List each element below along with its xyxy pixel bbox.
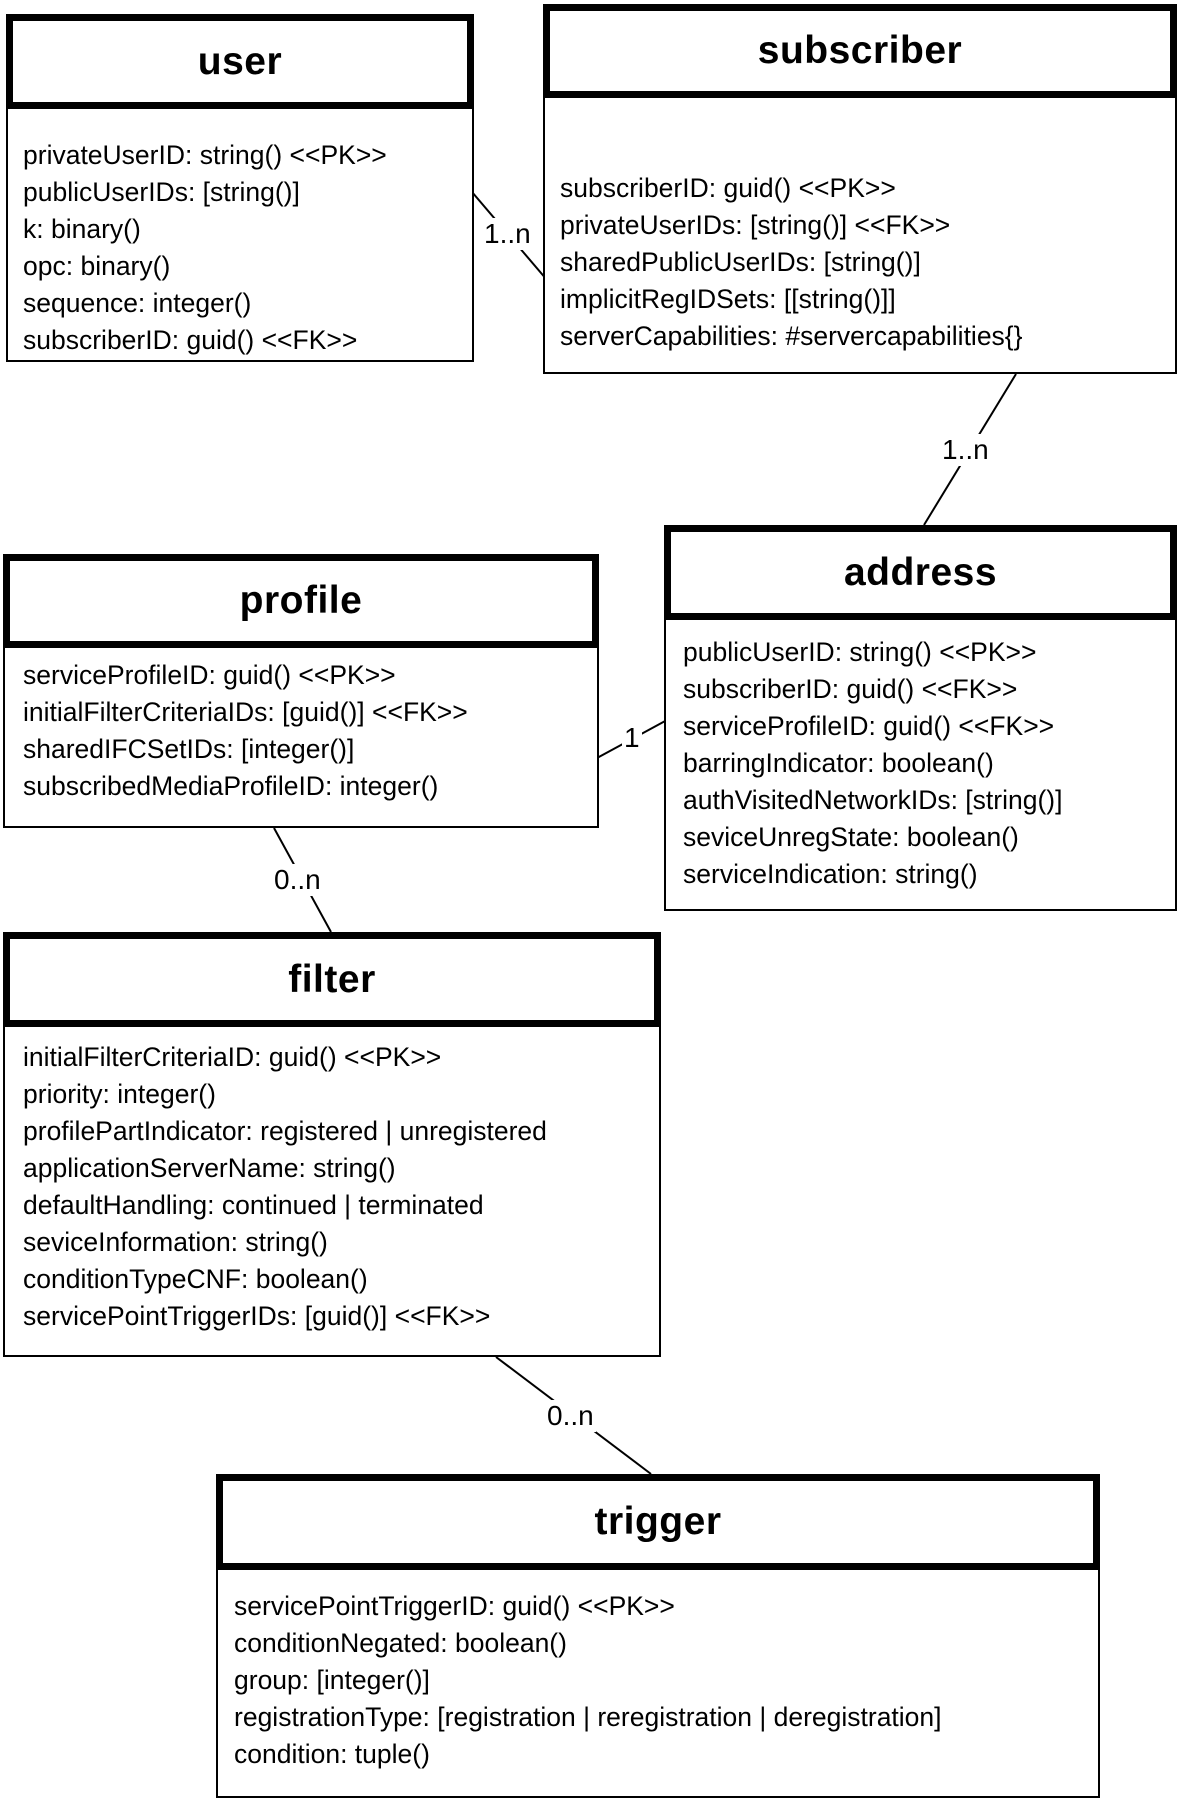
attribute-row: privateUserID: string() <<PK>> — [23, 140, 387, 170]
attribute-list: serviceProfileID: guid() <<PK>> initialFi… — [23, 657, 597, 805]
multiplicity-filter-trigger: 0..n — [545, 1400, 596, 1432]
attribute-row: sharedIFCSetIDs: [integer()] — [23, 734, 355, 764]
entity-user-name: user — [197, 39, 283, 83]
entity-subscriber: subscriber subscriberID: guid() <<PK>> pr… — [543, 4, 1177, 374]
entity-address-title: address — [664, 525, 1177, 620]
entity-user-attributes: privateUserID: string() <<PK>> publicUser… — [6, 109, 474, 362]
entity-subscriber-title: subscriber — [543, 4, 1177, 98]
attribute-row: initialFilterCriteriaID: guid() <<PK>> — [23, 1042, 442, 1072]
attribute-row: k: binary() — [23, 214, 141, 244]
attribute-row: serviceProfileID: guid() <<FK>> — [683, 711, 1055, 741]
multiplicity-profile-address: 1 — [622, 722, 642, 754]
multiplicity-subscriber-address: 1..n — [940, 434, 991, 466]
attribute-row: serverCapabilities: #servercapabilities{… — [560, 321, 1023, 351]
attribute-row: group: [integer()] — [234, 1665, 430, 1695]
attribute-row: sharedPublicUserIDs: [string()] — [560, 247, 921, 277]
attribute-row: privateUserIDs: [string()] <<FK>> — [560, 210, 951, 240]
attribute-row: authVisitedNetworkIDs: [string()] — [683, 785, 1063, 815]
attribute-list: servicePointTriggerID: guid() <<PK>> cond… — [234, 1588, 1098, 1773]
entity-address: address publicUserID: string() <<PK>> sub… — [664, 525, 1177, 911]
multiplicity-profile-filter: 0..n — [272, 864, 323, 896]
attribute-row: conditionTypeCNF: boolean() — [23, 1264, 368, 1294]
attribute-row: applicationServerName: string() — [23, 1153, 396, 1183]
attribute-row: seviceInformation: string() — [23, 1227, 328, 1257]
entity-trigger-title: trigger — [216, 1474, 1100, 1570]
entity-profile-title: profile — [3, 554, 599, 648]
attribute-list: privateUserID: string() <<PK>> publicUser… — [23, 137, 472, 359]
entity-filter-title: filter — [3, 932, 661, 1027]
attribute-row: defaultHandling: continued | terminated — [23, 1190, 484, 1220]
attribute-row: servicePointTriggerIDs: [guid()] <<FK>> — [23, 1301, 491, 1331]
entity-filter: filter initialFilterCriteriaID: guid() <… — [3, 932, 661, 1357]
attribute-row: priority: integer() — [23, 1079, 216, 1109]
attribute-row: publicUserID: string() <<PK>> — [683, 637, 1037, 667]
attribute-row: registrationType: [registration | reregi… — [234, 1702, 942, 1732]
entity-address-attributes: publicUserID: string() <<PK>> subscriberI… — [664, 620, 1177, 911]
attribute-row: serviceIndication: string() — [683, 859, 978, 889]
attribute-list: subscriberID: guid() <<PK>> privateUserID… — [560, 170, 1175, 355]
attribute-row: seviceUnregState: boolean() — [683, 822, 1019, 852]
attribute-row: initialFilterCriteriaIDs: [guid()] <<FK>… — [23, 697, 468, 727]
entity-user-title: user — [6, 14, 474, 109]
attribute-row: publicUserIDs: [string()] — [23, 177, 300, 207]
attribute-row: subscriberID: guid() <<PK>> — [560, 173, 896, 203]
entity-user: user privateUserID: string() <<PK>> publi… — [6, 14, 474, 362]
attribute-row: conditionNegated: boolean() — [234, 1628, 567, 1658]
attribute-list: initialFilterCriteriaID: guid() <<PK>> pr… — [23, 1039, 659, 1335]
multiplicity-user-subscriber: 1..n — [482, 218, 533, 250]
attribute-row: opc: binary() — [23, 251, 171, 281]
attribute-row: servicePointTriggerID: guid() <<PK>> — [234, 1591, 675, 1621]
attribute-row: subscriberID: guid() <<FK>> — [23, 325, 358, 355]
entity-trigger: trigger servicePointTriggerID: guid() <<… — [216, 1474, 1100, 1798]
entity-subscriber-name: subscriber — [757, 29, 963, 72]
entity-subscriber-attributes: subscriberID: guid() <<PK>> privateUserID… — [543, 98, 1177, 374]
attribute-row: serviceProfileID: guid() <<PK>> — [23, 660, 396, 690]
attribute-row: barringIndicator: boolean() — [683, 748, 994, 778]
entity-filter-name: filter — [288, 957, 376, 1001]
attribute-row: condition: tuple() — [234, 1739, 430, 1769]
attribute-row: subscriberID: guid() <<FK>> — [683, 674, 1018, 704]
attribute-list: publicUserID: string() <<PK>> subscriberI… — [683, 634, 1175, 893]
entity-trigger-attributes: servicePointTriggerID: guid() <<PK>> cond… — [216, 1570, 1100, 1798]
entity-profile-attributes: serviceProfileID: guid() <<PK>> initialFi… — [3, 648, 599, 828]
attribute-row: implicitRegIDSets: [[string()]] — [560, 284, 896, 314]
attribute-row: sequence: integer() — [23, 288, 252, 318]
entity-address-name: address — [843, 550, 998, 594]
attribute-row: subscribedMediaProfileID: integer() — [23, 771, 439, 801]
attribute-row: profilePartIndicator: registered | unreg… — [23, 1116, 547, 1146]
entity-profile-name: profile — [239, 579, 363, 622]
entity-filter-attributes: initialFilterCriteriaID: guid() <<PK>> pr… — [3, 1027, 661, 1357]
entity-trigger-name: trigger — [594, 1500, 722, 1543]
entity-profile: profile serviceProfileID: guid() <<PK>> i… — [3, 554, 599, 828]
